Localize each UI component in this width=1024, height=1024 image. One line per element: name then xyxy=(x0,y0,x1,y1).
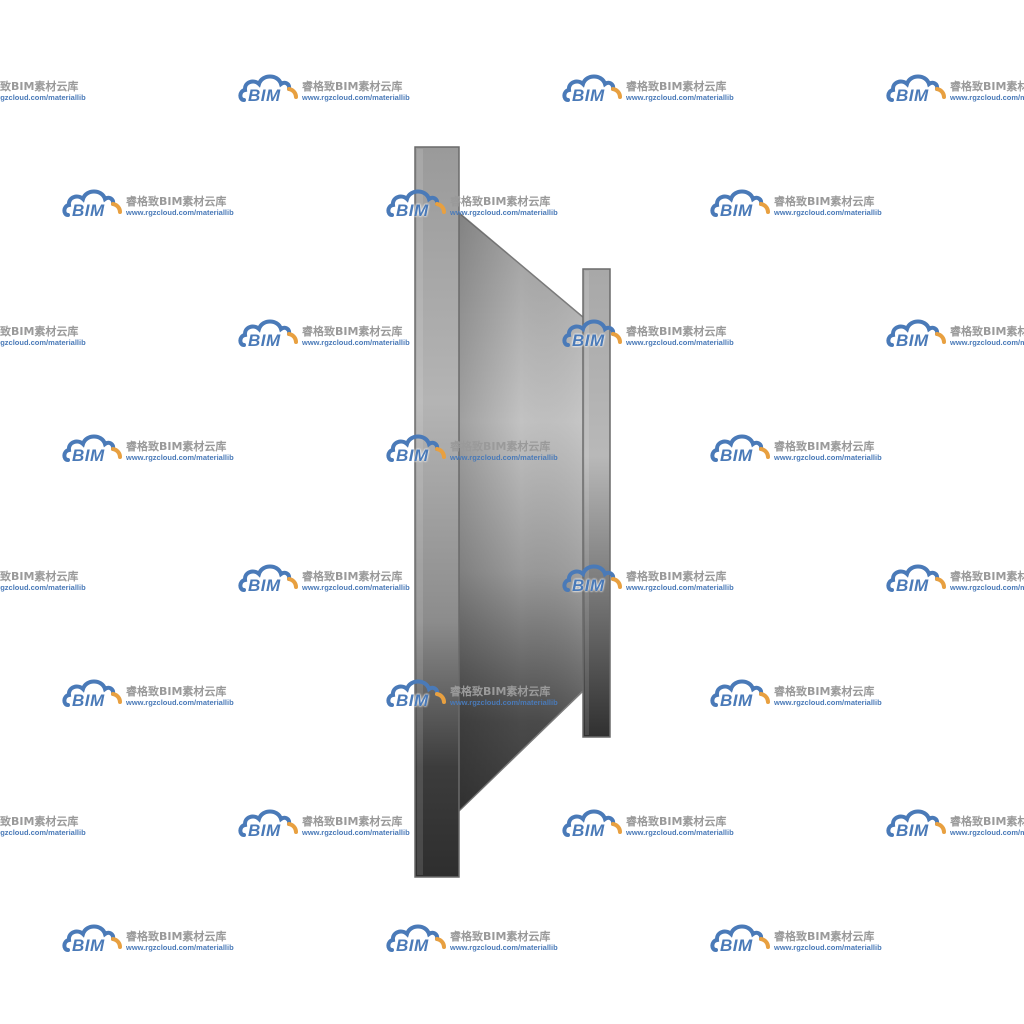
small-flange xyxy=(582,268,611,738)
large-flange xyxy=(414,146,460,878)
